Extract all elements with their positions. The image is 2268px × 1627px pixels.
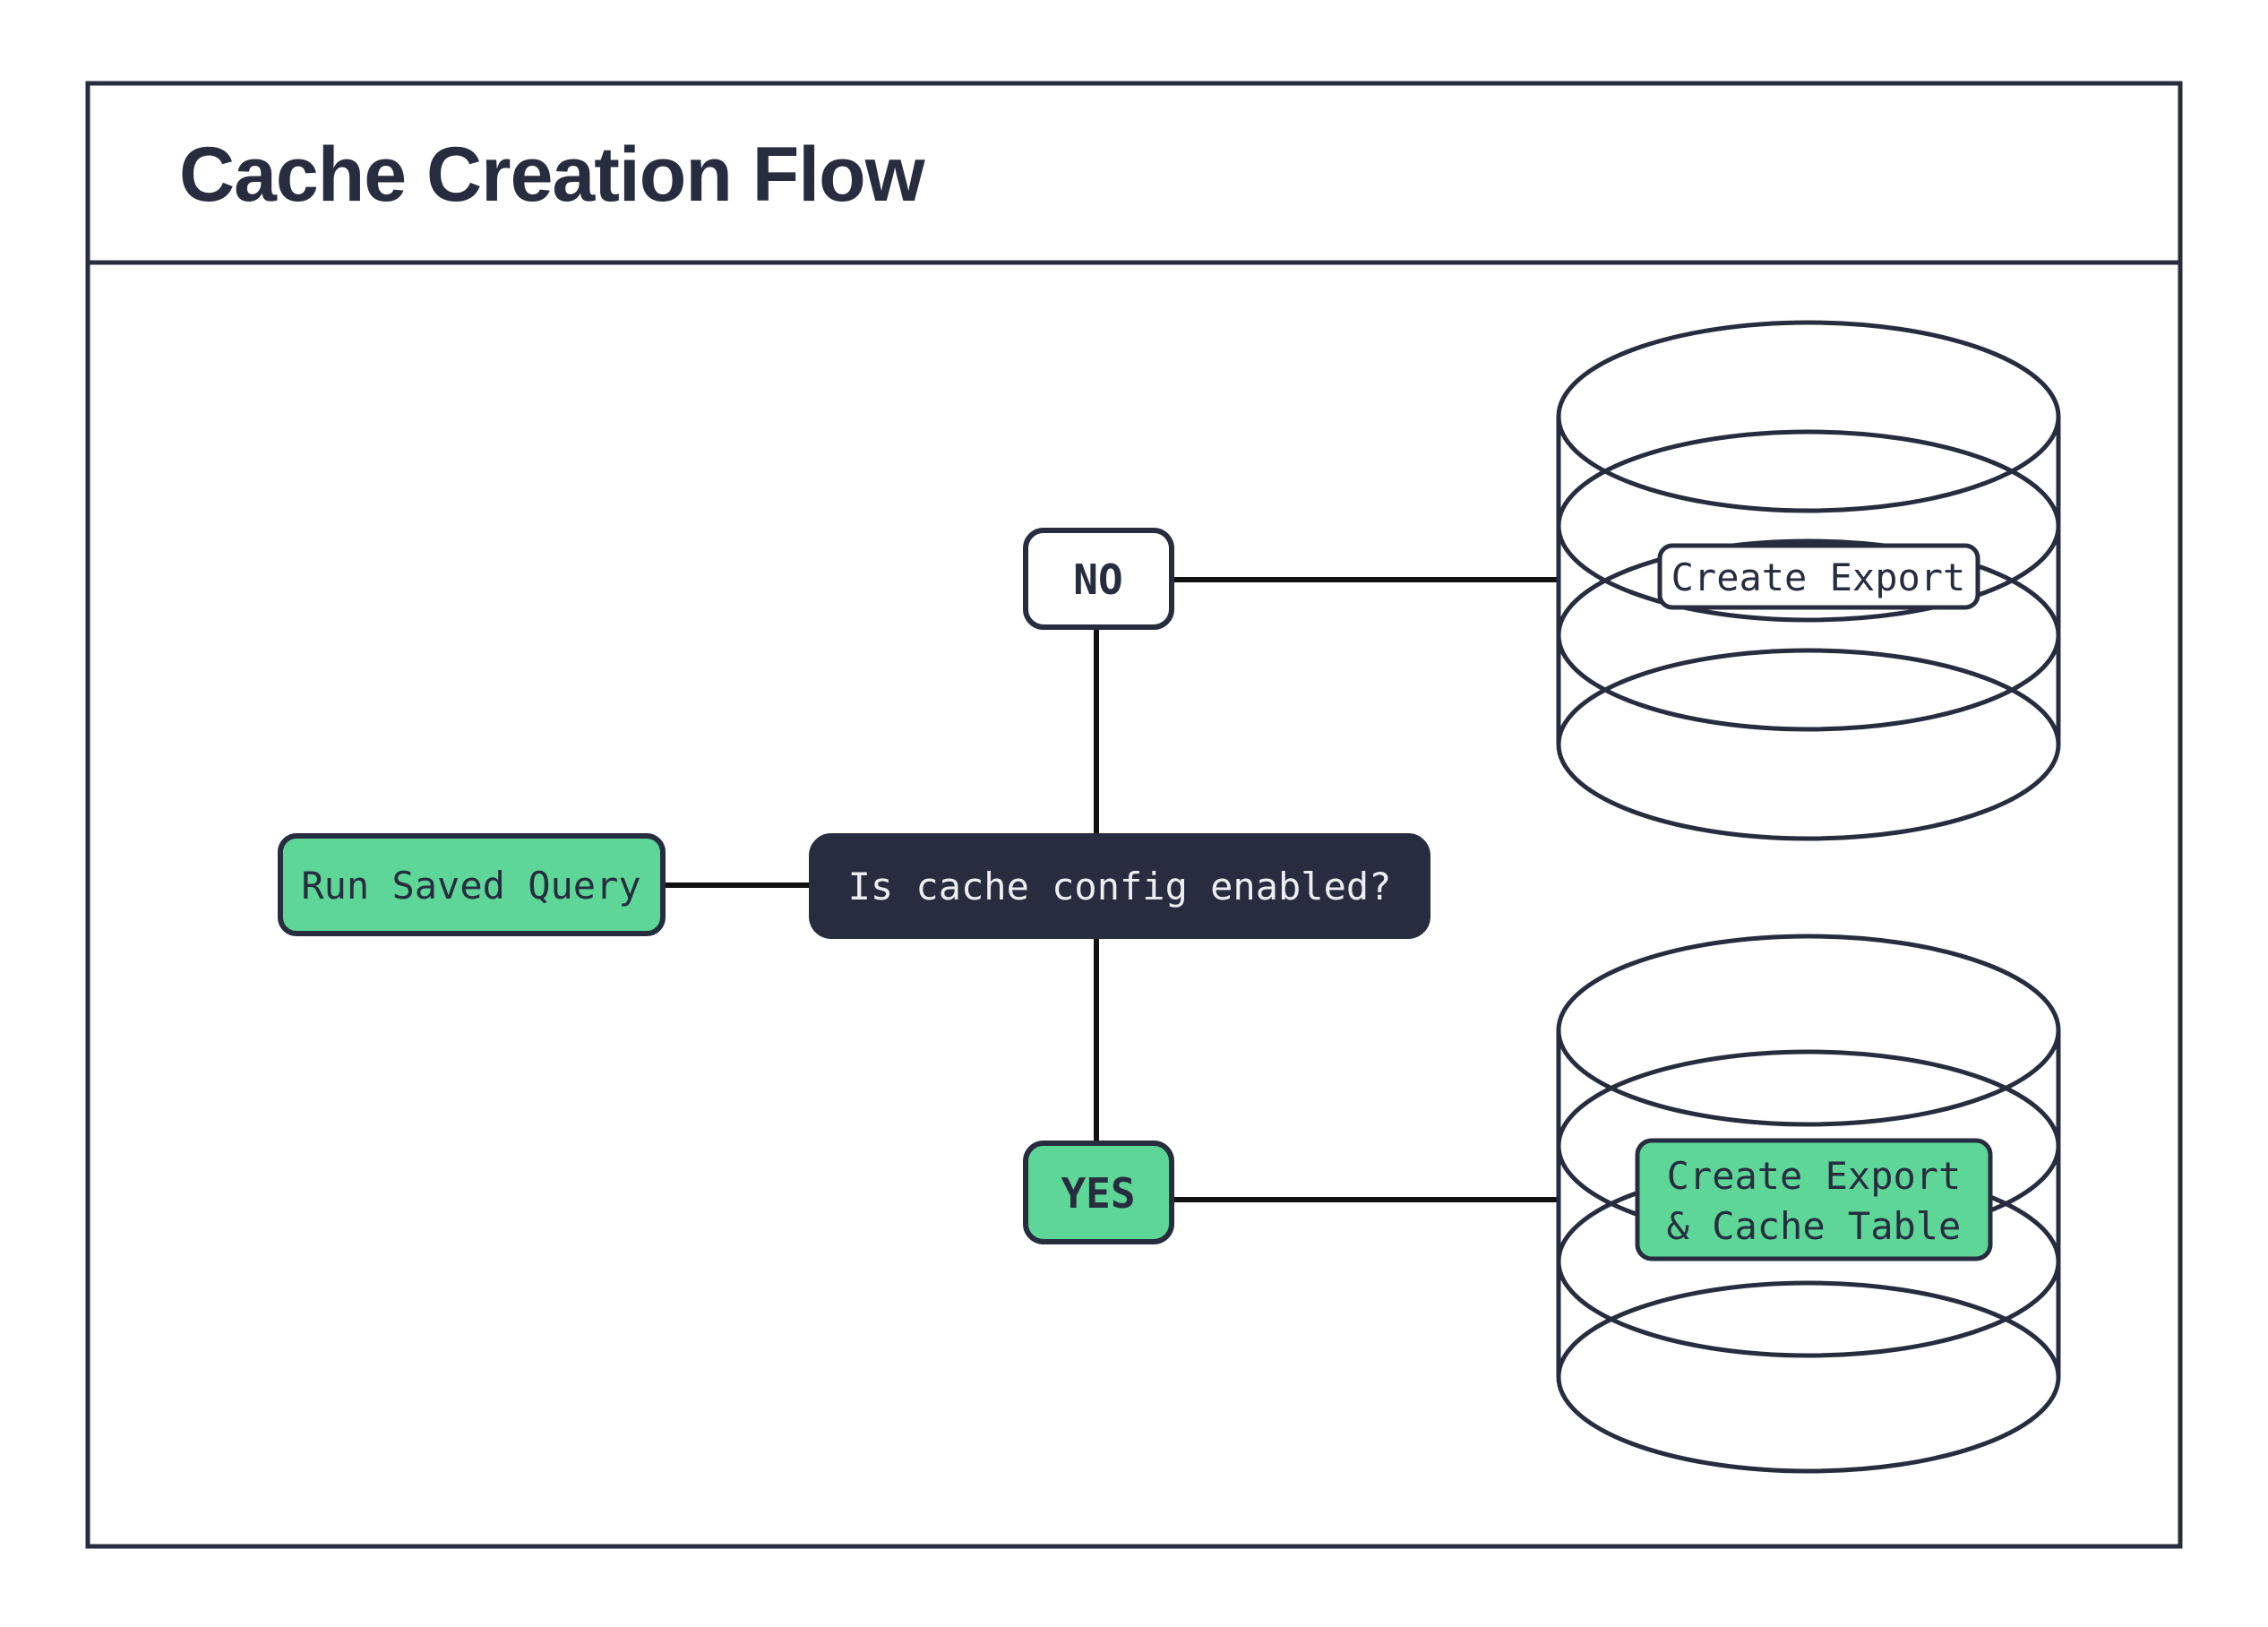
decision-box <box>809 833 1430 939</box>
cylinder-disc <box>1556 320 2061 513</box>
branch-no: NO <box>1023 528 1174 630</box>
cylinder-disc <box>1556 934 2061 1127</box>
cylinder-disc <box>1556 1280 2061 1474</box>
node-decision: Is cache config enabled? <box>809 833 1430 939</box>
create-export-cache-table-label-line2: & Cache Table <box>1667 1204 1962 1248</box>
run-saved-query-box <box>278 833 666 936</box>
cylinder-disc <box>1556 538 2061 732</box>
database-cylinder-top: Create Export <box>1556 320 2061 841</box>
run-saved-query-label: Run Saved Query <box>301 864 640 908</box>
branch-yes: YES <box>1023 1141 1174 1244</box>
cylinder-disc <box>1556 648 2061 841</box>
decision-label: Is cache config enabled? <box>848 865 1392 908</box>
create-export-cache-table-label-line1: Create Export <box>1667 1154 1962 1198</box>
no-box <box>1023 528 1174 630</box>
node-run-saved-query: Run Saved Query <box>278 833 666 936</box>
cylinder-disc <box>1556 429 2061 623</box>
create-export-label: Create Export <box>1671 555 1966 599</box>
diagram-frame <box>85 81 2183 1549</box>
create-export-cache-table-label-box <box>1635 1138 1993 1261</box>
yes-box <box>1023 1141 1174 1244</box>
page-title: Cache Creation Flow <box>179 132 926 218</box>
no-label: NO <box>1073 555 1122 604</box>
yes-label: YES <box>1061 1169 1135 1218</box>
database-cylinder-bottom: Create Export & Cache Table <box>1556 934 2061 1474</box>
create-export-label-box <box>1657 543 1980 610</box>
